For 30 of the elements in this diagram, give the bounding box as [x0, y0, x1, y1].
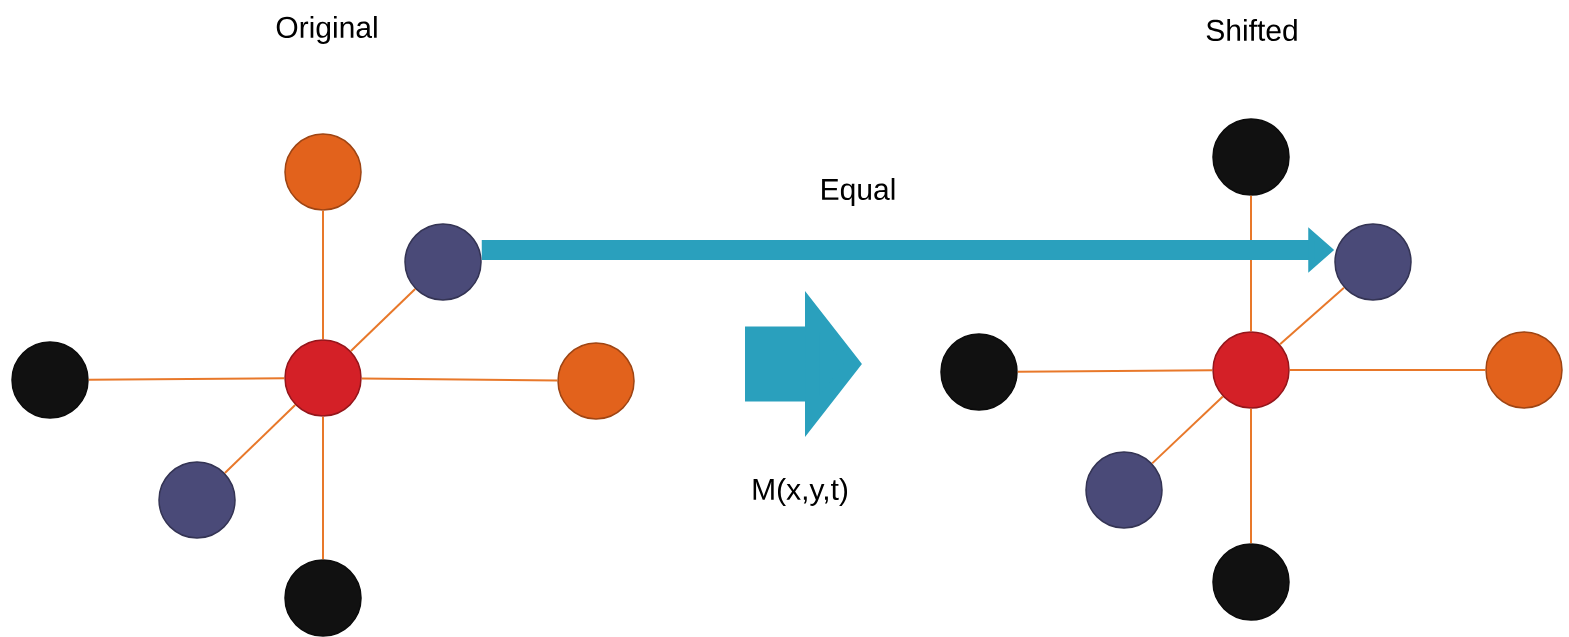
connector-line [349, 287, 417, 353]
connector-line [1250, 407, 1252, 545]
connector-line [322, 209, 324, 341]
ball [1485, 331, 1563, 409]
ball [284, 559, 362, 637]
ball [11, 341, 89, 419]
ball [1212, 543, 1290, 621]
connector-line [223, 403, 297, 475]
connector-line [1016, 369, 1214, 373]
ball [940, 333, 1018, 411]
ball [284, 133, 362, 211]
connector-line [1250, 194, 1252, 333]
ball [557, 342, 635, 420]
heading: M(x,y,t) [753, 478, 848, 506]
connector-line [322, 415, 324, 561]
ball [1334, 223, 1412, 301]
edge-label: Equal [817, 176, 899, 208]
ball [1212, 118, 1290, 196]
ball [1085, 451, 1163, 529]
connector-line [1279, 286, 1345, 346]
connector-line [87, 377, 286, 381]
connector-line [360, 377, 559, 382]
ball [1212, 331, 1290, 409]
ball [404, 223, 482, 301]
connector-line [1288, 369, 1487, 371]
heading: Shifted [1206, 19, 1297, 41]
ball [158, 461, 236, 539]
connector-line [1151, 395, 1224, 465]
heading: Original [276, 16, 377, 44]
ball [284, 339, 362, 417]
